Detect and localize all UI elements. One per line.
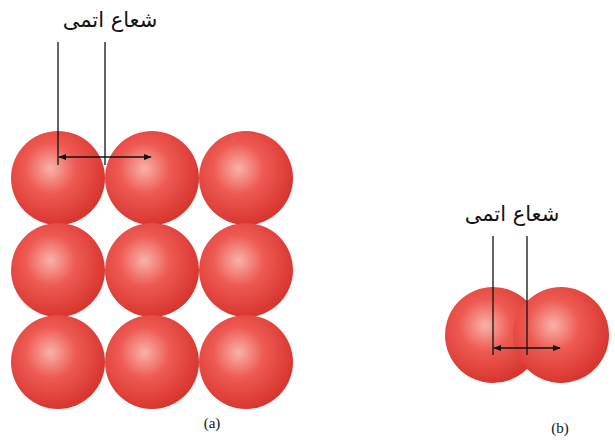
atom-sphere bbox=[105, 223, 199, 317]
radius-label: شعاع اتمی bbox=[63, 8, 158, 33]
leader-line bbox=[104, 42, 105, 165]
panel-letter: (b) bbox=[551, 419, 569, 437]
atom-sphere bbox=[105, 131, 199, 225]
atom-sphere bbox=[199, 131, 293, 225]
radius-label: شعاع اتمی bbox=[465, 202, 560, 227]
atom-sphere bbox=[105, 315, 199, 409]
atom-sphere bbox=[199, 223, 293, 317]
leader-line bbox=[57, 42, 58, 165]
panel-letter: (a) bbox=[204, 414, 221, 432]
atom-grid bbox=[11, 131, 293, 409]
atom-sphere bbox=[11, 315, 105, 409]
atom-sphere bbox=[199, 315, 293, 409]
distance-arrow bbox=[494, 347, 560, 348]
leader-line bbox=[492, 236, 493, 355]
distance-arrow bbox=[59, 156, 151, 157]
radius-marker-a bbox=[58, 42, 151, 165]
leader-line bbox=[526, 236, 527, 355]
atom-sphere bbox=[11, 223, 105, 317]
radius-marker-b bbox=[493, 236, 560, 355]
